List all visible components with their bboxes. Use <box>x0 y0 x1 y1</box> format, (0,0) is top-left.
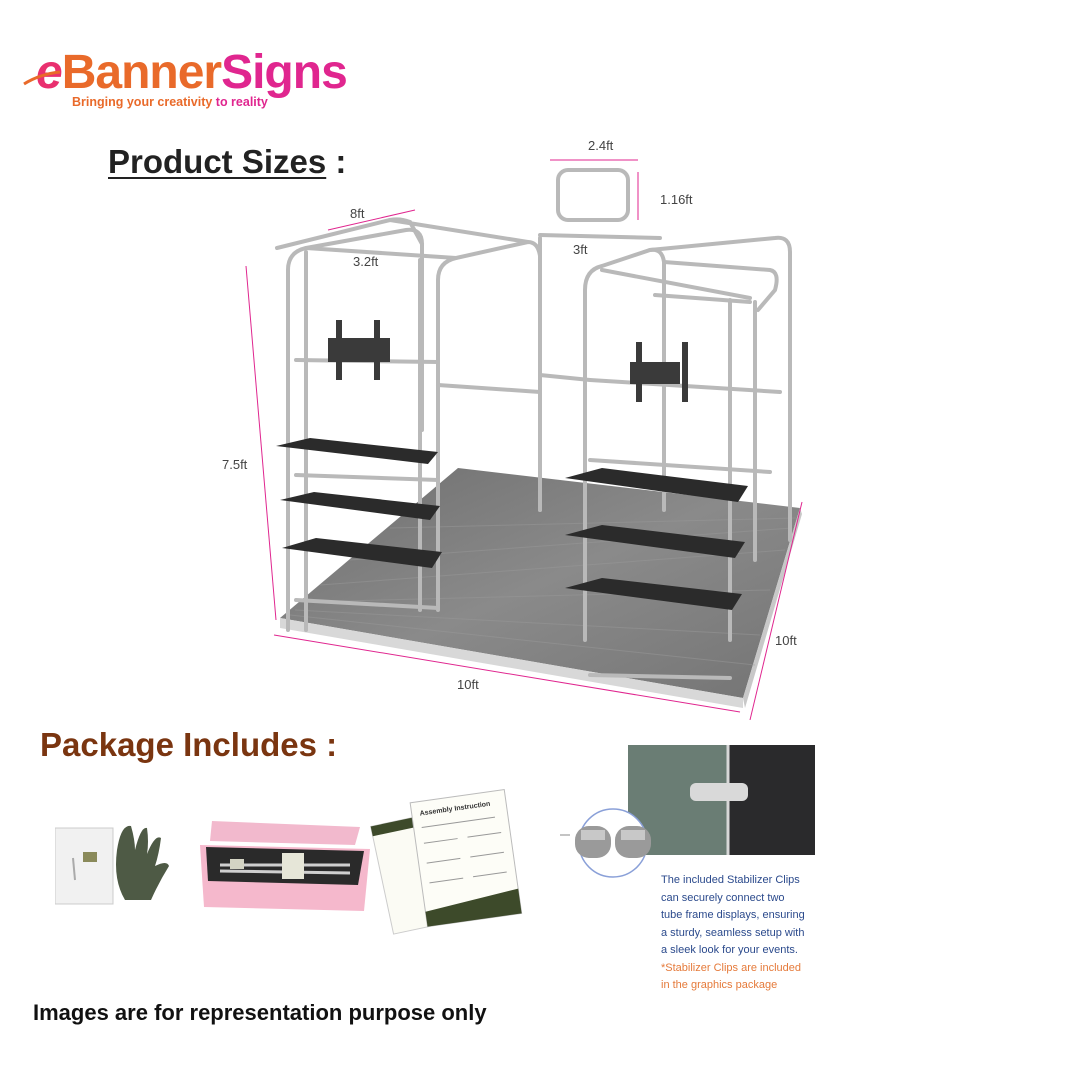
carry-case <box>200 821 370 911</box>
allen-key-icon <box>83 852 97 862</box>
dim-floor-width: 10ft <box>457 677 479 692</box>
stabilizer-clip-closeup <box>575 808 651 878</box>
assembly-manual: Assembly Instruction <box>370 789 523 935</box>
dimension-lines <box>245 159 803 720</box>
dim-height: 7.5ft <box>222 457 248 472</box>
tagline-part-a: Bringing your creativity <box>72 95 213 109</box>
dim-depth-3-2: 3.2ft <box>353 254 379 269</box>
clip-text-line4: a sturdy, seamless setup with <box>661 926 805 939</box>
logo-swoosh-icon <box>23 70 61 86</box>
dim-floor-depth: 10ft <box>775 633 797 648</box>
package-includes-heading: Package Includes : <box>40 726 338 763</box>
logo-signs: Signs <box>221 46 348 99</box>
brand-logo: eBannerSigns <box>36 44 348 102</box>
clip-text-line3: tube frame displays, ensuring <box>661 909 805 921</box>
product-sizes-title: Product Sizes <box>108 143 327 180</box>
dim-gap-3: 3ft <box>573 242 588 257</box>
clip-text-line5: a sleek look for your events. <box>661 944 798 956</box>
clip-note-line2: in the graphics package <box>661 979 778 991</box>
dim-depth-8: 8ft <box>350 206 365 221</box>
dim-top-frame-width: 2.4ft <box>588 138 614 153</box>
clip-text-line1: The included Stabilizer Clips <box>661 874 800 886</box>
clip-text-line2: can securely connect two <box>661 891 785 904</box>
product-sizes-heading: Product Sizes : <box>108 143 346 181</box>
disclaimer-text: Images are for representation purpose on… <box>33 1000 487 1025</box>
clip-note-line1: *Stabilizer Clips are included <box>661 961 802 974</box>
hardware-bag-and-gloves <box>55 825 169 905</box>
booth-frame-diagram: 2.4ft 1.16ft 8ft 3.2ft 3ft 7.5ft 10ft 10… <box>222 138 803 720</box>
dim-top-frame-height: 1.16ft <box>660 192 693 207</box>
tube-frames <box>275 168 792 680</box>
logo-tagline: Bringing your creativity to reality <box>72 95 268 109</box>
tagline-part-b: to reality <box>212 95 268 109</box>
tv-mounts <box>328 320 688 402</box>
gloves-icon <box>116 825 169 900</box>
product-sizes-colon: : <box>326 143 347 180</box>
shelves <box>276 438 748 610</box>
logo-banner: Banner <box>61 46 222 99</box>
stabilizer-clip-description: The included Stabilizer Clips can secure… <box>661 872 831 995</box>
